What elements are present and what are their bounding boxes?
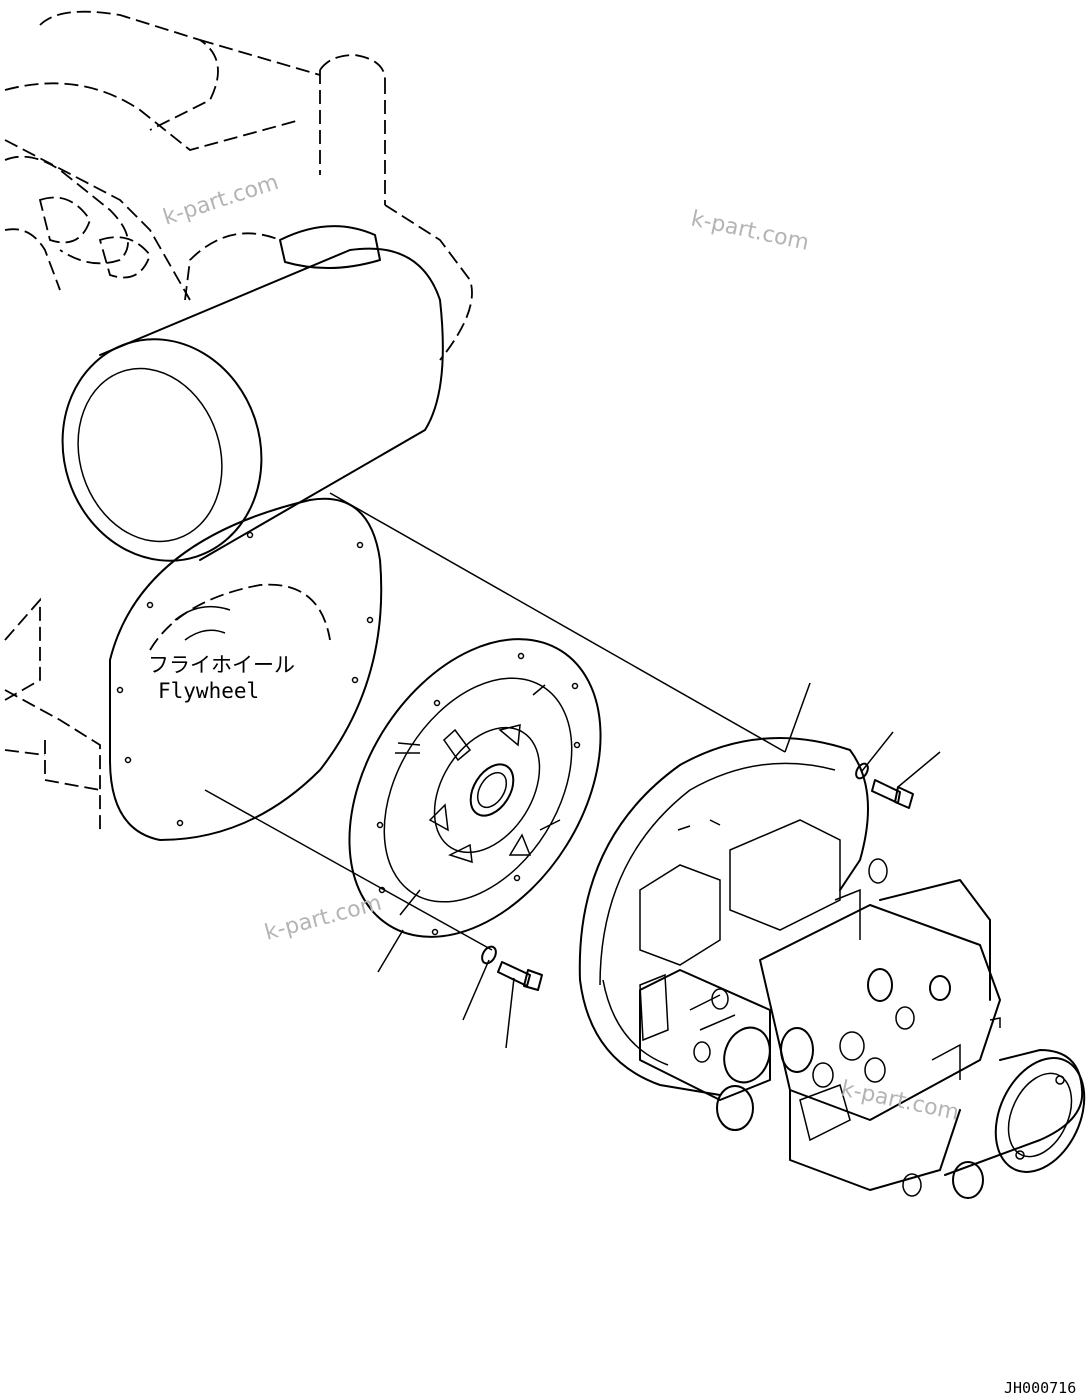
damper-disc bbox=[348, 638, 602, 938]
watermark-1: k-part.com bbox=[160, 170, 282, 231]
washer-pump-side bbox=[855, 762, 869, 780]
flywheel-housing-cylinder bbox=[61, 225, 444, 562]
part-leader-lines bbox=[377, 682, 941, 1049]
flywheel-label-en: Flywheel bbox=[158, 679, 259, 703]
watermark-3: k-part.com bbox=[262, 891, 384, 946]
engine-block-phantom bbox=[4, 10, 473, 830]
bolt-disc-side bbox=[497, 961, 543, 991]
bolt-pump-side bbox=[871, 779, 914, 809]
alignment-lines bbox=[204, 492, 786, 951]
washer-disc-side bbox=[481, 945, 497, 965]
flywheel-label-jp: フライホイール bbox=[148, 653, 295, 677]
watermark-2: k-part.com bbox=[689, 206, 811, 255]
drawing-code: JH000716 bbox=[1004, 1379, 1076, 1397]
flywheel-housing bbox=[109, 497, 383, 841]
watermark-4: k-part.com bbox=[839, 1076, 961, 1125]
hydraulic-pump-assembly bbox=[578, 737, 1086, 1199]
